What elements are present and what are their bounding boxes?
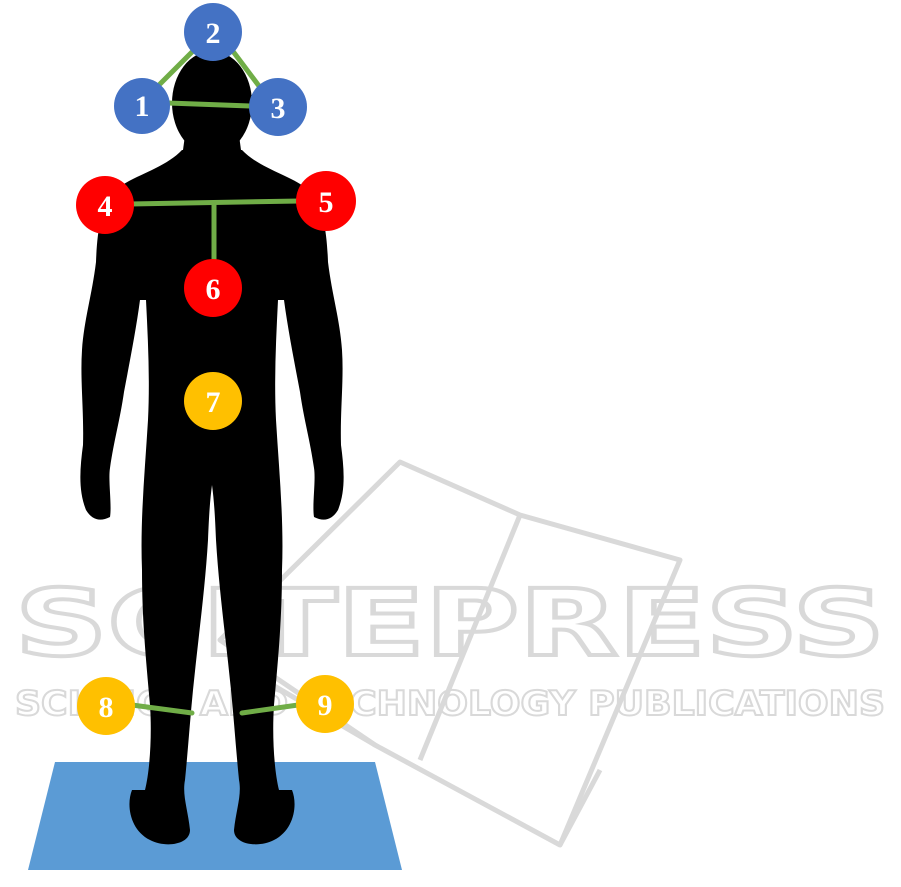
marker-7-label: 7 (206, 386, 221, 419)
marker-9: 9 (296, 675, 354, 733)
marker-8: 8 (77, 677, 135, 735)
marker-5-label: 5 (319, 186, 334, 219)
floor-mat (28, 762, 402, 870)
marker-6-label: 6 (206, 273, 221, 306)
marker-8-label: 8 (99, 691, 114, 724)
marker-4: 4 (76, 176, 134, 234)
marker-1-label: 1 (135, 90, 150, 123)
marker-5: 5 (296, 171, 356, 231)
marker-2-label: 2 (206, 17, 221, 50)
marker-3: 3 (249, 78, 307, 136)
marker-3-label: 3 (271, 92, 286, 125)
marker-4-label: 4 (98, 190, 113, 223)
marker-9-label: 9 (318, 689, 333, 722)
marker-6: 6 (184, 259, 242, 317)
marker-1: 1 (114, 78, 170, 134)
watermark-tagline: SCIENCE AND TECHNOLOGY PUBLICATIONS (15, 684, 885, 724)
connector-1-3 (168, 103, 250, 106)
marker-2: 2 (184, 3, 242, 61)
marker-7: 7 (184, 372, 242, 430)
